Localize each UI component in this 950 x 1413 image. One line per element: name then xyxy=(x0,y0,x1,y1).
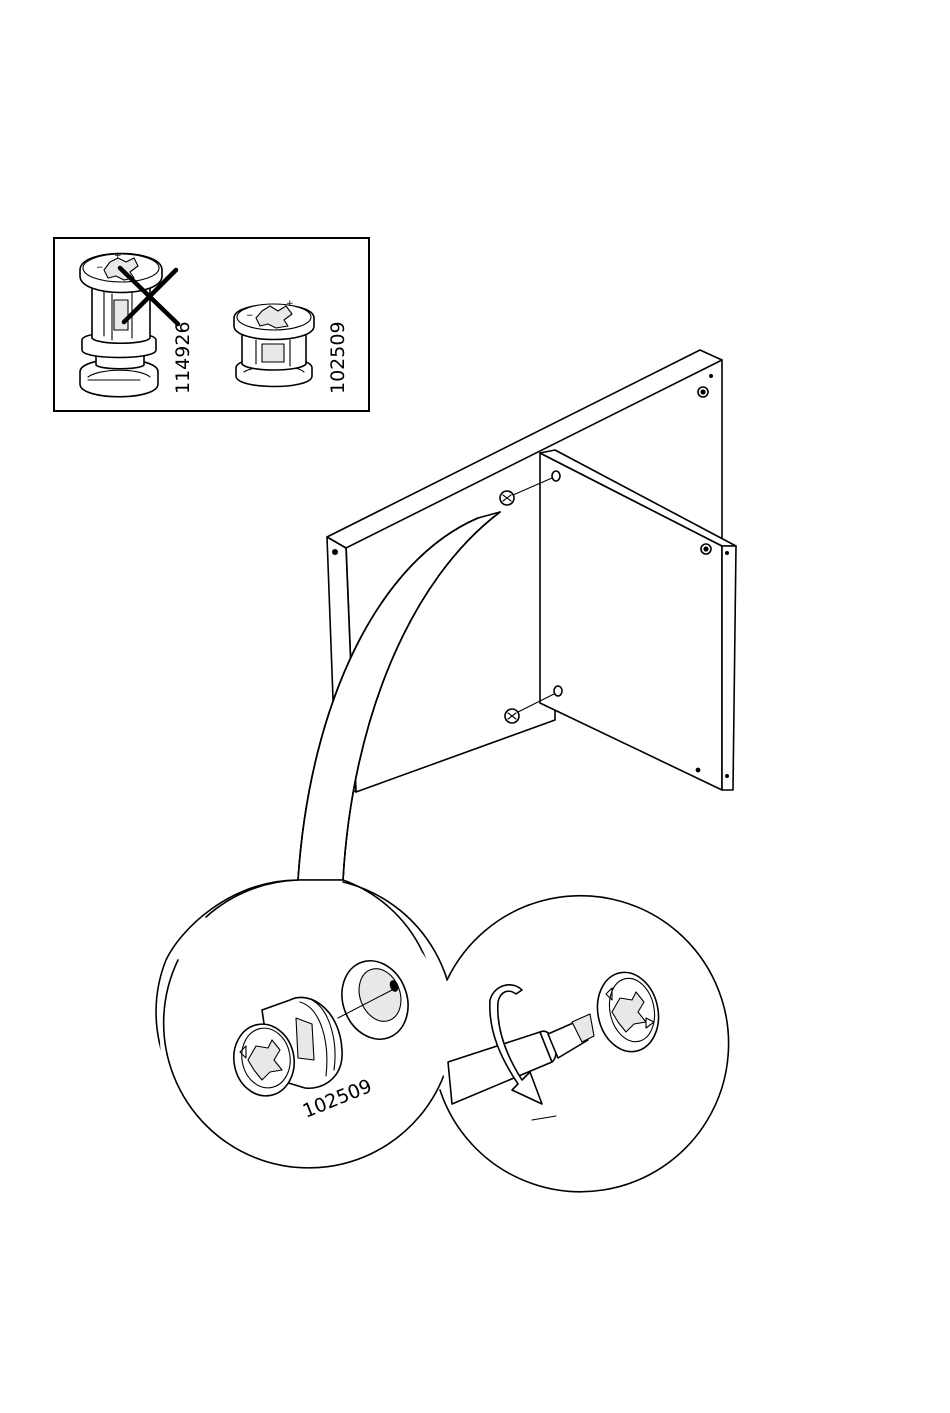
panel-assembly xyxy=(298,350,736,880)
parts-box: − + 114926 − + 102509 xyxy=(54,238,369,411)
correct-part-number: 102509 xyxy=(327,321,349,394)
svg-text:−: − xyxy=(246,311,254,321)
cam-lock-fitting-icon-114926: − + xyxy=(80,251,162,397)
detail-circle-screwdriver xyxy=(437,884,733,1192)
svg-text:−: − xyxy=(96,263,104,273)
wrong-part-number: 114926 xyxy=(172,321,194,394)
svg-text:+: + xyxy=(286,299,294,309)
detail-circle-insert-fitting: 102509 xyxy=(156,880,454,1183)
cam-lock-fitting-icon-102509: − + xyxy=(234,299,314,387)
svg-text:+: + xyxy=(114,251,122,261)
